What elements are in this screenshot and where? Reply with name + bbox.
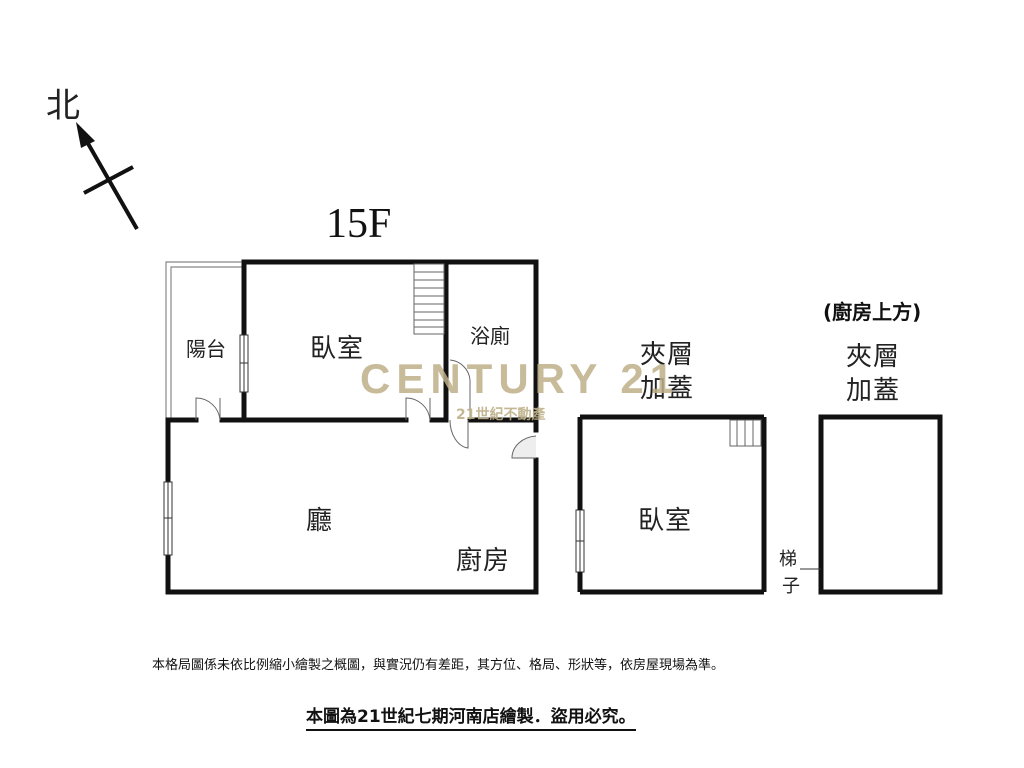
room-label-living-room: 廳: [306, 506, 334, 536]
walls-mezzanine-2: [818, 414, 943, 595]
footer-disclaimer: 本格局圖係未依比例縮小繪製之概圖，與實況仍有差距，其方位、格局、形狀等，依房屋現…: [152, 658, 725, 673]
room-label-balcony: 陽台: [186, 337, 226, 361]
doors: [195, 359, 537, 459]
room-label-bathroom: 浴廁: [470, 324, 510, 348]
balcony-outline: [165, 261, 244, 418]
mezzanine-stairs-icon: [729, 419, 762, 447]
ladder-label-line1: 梯: [779, 549, 797, 570]
footer-copyright: 本圖為21世紀七期河南店繪製．盜用必究。: [306, 702, 636, 731]
ladder-label-line2: 子: [782, 576, 800, 597]
watermark-brand: CENTURY 21: [360, 355, 680, 402]
room-label-kitchen: 廚房: [456, 546, 511, 576]
room-label-mezzanine-bedroom: 臥室: [638, 506, 693, 536]
mezzanine-2-title-line1: 夾層: [846, 342, 901, 372]
mezzanine-1-title-line1: 夾層: [640, 340, 695, 370]
mezzanine-2-note: (廚房上方): [823, 300, 922, 324]
compass-north-label: 北: [46, 86, 80, 126]
mezzanine-2-title-line2: 加蓋: [846, 376, 901, 406]
watermark-subtitle: 21世紀不動產: [456, 407, 546, 423]
walls-15f: [165, 259, 539, 595]
stairs-icon: [413, 263, 445, 335]
north-arrow-icon: [76, 122, 139, 230]
mezzanine-1-title-line2: 加蓋: [640, 374, 695, 404]
room-label-bedroom: 臥室: [310, 334, 365, 364]
floor-title-15f: 15F: [326, 201, 392, 247]
windows: [163, 334, 585, 573]
walls-mezzanine-1: [577, 414, 767, 595]
